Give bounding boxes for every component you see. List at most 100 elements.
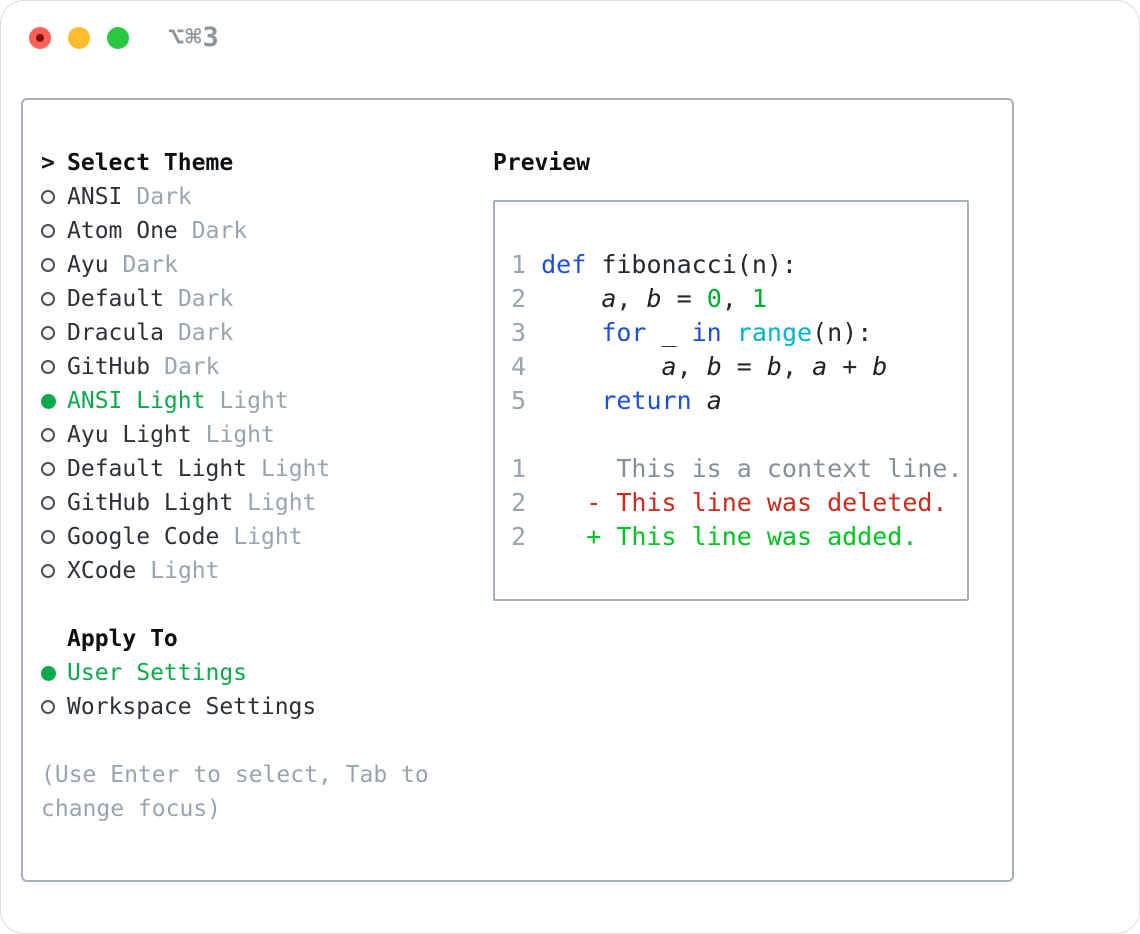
theme-name: XCode <box>67 558 137 584</box>
line-content: This is a context line. <box>526 452 963 486</box>
line-content: for _ in range(n): <box>526 316 872 350</box>
token-k: in <box>691 318 722 347</box>
window-shortcut-label: ⌥⌘3 <box>168 22 220 53</box>
line-number: 2 <box>511 522 527 551</box>
theme-name: Dracula <box>67 320 164 346</box>
theme-variant-tag: Light <box>261 456 331 482</box>
theme-variant-tag: Light <box>205 422 275 448</box>
diff-line: 1 This is a context line. <box>511 452 967 486</box>
theme-option[interactable]: Atom One Dark <box>41 214 493 248</box>
line-number: 1 <box>511 454 527 483</box>
radio-unselected-icon <box>41 700 55 714</box>
token-p <box>526 386 601 415</box>
code-line: 5 return a <box>511 384 967 418</box>
token-k: return <box>601 386 692 415</box>
line-number: 3 <box>511 318 527 347</box>
radio-unselected-icon <box>41 564 55 578</box>
token-i: b <box>766 352 782 381</box>
line-number: 5 <box>511 386 527 415</box>
diff-preview: 1 This is a context line.2 - This line w… <box>511 452 967 554</box>
token-p: , <box>676 352 707 381</box>
preview-title: Preview <box>493 150 590 176</box>
radio-wrap <box>41 224 67 238</box>
radio-unselected-icon <box>41 224 55 238</box>
radio-unselected-icon <box>41 496 55 510</box>
token-i: b <box>872 352 888 381</box>
theme-variant-tag: Dark <box>191 218 248 244</box>
apply-option[interactable]: User Settings <box>41 656 493 690</box>
token-ctx: This is a context line. <box>526 454 963 483</box>
theme-name: GitHub Light <box>67 490 234 516</box>
token-i: a <box>601 284 617 313</box>
token-p: fibonacci(n): <box>586 250 797 279</box>
theme-variant-tag: Dark <box>136 184 192 210</box>
token-k: def <box>541 250 587 279</box>
radio-wrap <box>41 360 67 374</box>
token-p <box>692 386 707 415</box>
theme-option[interactable]: Dracula Dark <box>41 316 493 350</box>
theme-name: Default <box>67 286 164 312</box>
code-line: 3 for _ in range(n): <box>511 316 967 350</box>
line-number: 4 <box>511 352 527 381</box>
token-i: a <box>706 386 722 415</box>
minimize-button[interactable] <box>68 27 90 49</box>
token-p <box>526 250 541 279</box>
radio-unselected-icon <box>41 292 55 306</box>
radio-wrap <box>41 393 67 409</box>
token-p <box>526 284 601 313</box>
token-add: + This line was added. <box>526 522 918 551</box>
radio-unselected-icon <box>41 428 55 442</box>
radio-wrap <box>41 462 67 476</box>
radio-wrap <box>41 496 67 510</box>
radio-wrap <box>41 292 67 306</box>
select-theme-title: Select Theme <box>67 150 234 176</box>
code-line: 1 def fibonacci(n): <box>511 248 967 282</box>
token-i: b <box>706 352 722 381</box>
radio-unselected-icon <box>41 326 55 340</box>
theme-variant-tag: Dark <box>164 354 220 380</box>
diff-line: 2 - This line was deleted. <box>511 486 967 520</box>
line-content: def fibonacci(n): <box>526 248 797 282</box>
token-p: (n): <box>812 318 873 347</box>
token-p: = <box>721 352 767 381</box>
radio-unselected-icon <box>41 530 55 544</box>
line-number: 1 <box>511 250 527 279</box>
radio-wrap <box>41 700 67 714</box>
maximize-button[interactable] <box>107 27 129 49</box>
line-number: 2 <box>511 488 527 517</box>
token-p: + <box>827 352 873 381</box>
theme-variant-tag: Dark <box>177 320 234 346</box>
line-content: return a <box>526 384 722 418</box>
line-content: a, b = 0, 1 <box>526 282 767 316</box>
theme-name: Atom One <box>67 218 178 244</box>
theme-variant-tag: Light <box>233 524 303 550</box>
close-button[interactable] <box>29 27 51 49</box>
token-k: for <box>601 318 647 347</box>
token-p <box>526 318 601 347</box>
line-content: a, b = b, a + b <box>526 350 888 384</box>
radio-wrap <box>41 530 67 544</box>
token-p <box>722 318 737 347</box>
token-p: _ <box>646 318 692 347</box>
line-content: - This line was deleted. <box>526 486 947 520</box>
token-del: - This line was deleted. <box>526 488 948 517</box>
apply-option[interactable]: Workspace Settings <box>41 690 493 724</box>
radio-wrap <box>41 665 67 681</box>
